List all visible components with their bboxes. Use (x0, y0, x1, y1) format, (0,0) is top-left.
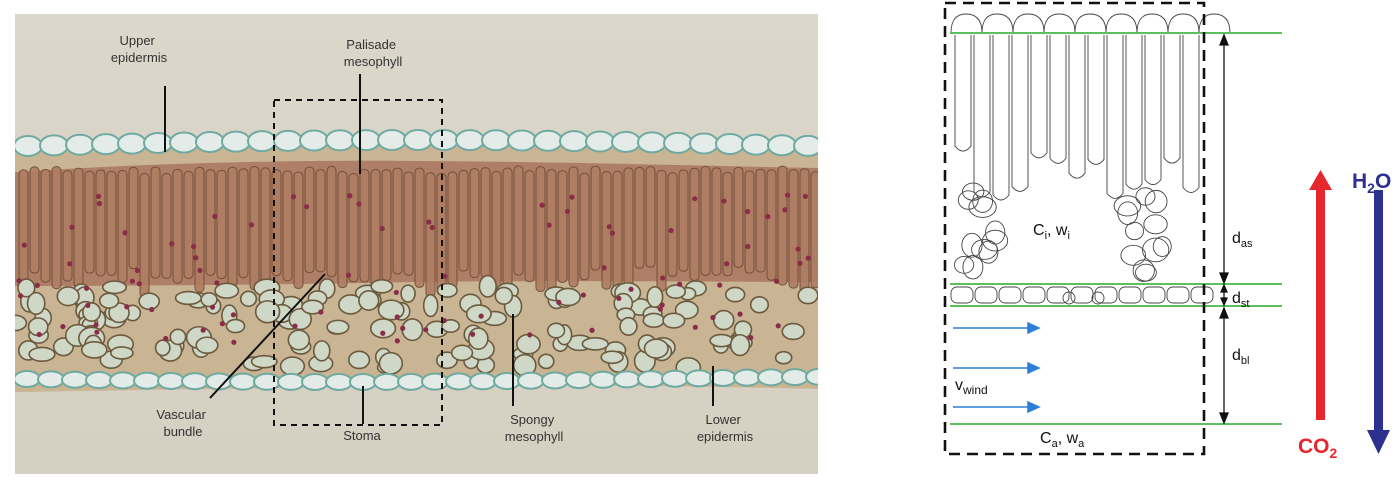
schematic-lower-epidermis-cell (1047, 287, 1069, 303)
schematic-palisade-cell (974, 35, 990, 197)
schematic-lower-epidermis-cell (1119, 287, 1141, 303)
schematic-spongy-cell (973, 190, 993, 212)
schematic-cells (951, 14, 1230, 304)
schematic-palisade-cell (1183, 35, 1199, 193)
schematic-epidermis-cell (1168, 14, 1199, 33)
dim-boundary-label: dbl (1232, 347, 1249, 367)
schematic-epidermis-cell (1075, 14, 1106, 33)
dim-airspace-label: das (1232, 230, 1253, 250)
schematic-spongy-cell (1144, 215, 1167, 234)
schematic-spongy-cell (986, 221, 1005, 244)
schematic-palisade-cell (1088, 35, 1104, 164)
schematic-spongy-cell (954, 256, 973, 273)
schematic-epidermis-cell (1013, 14, 1044, 33)
schematic-lower-epidermis-cell (975, 287, 997, 303)
inner-concentration-label: Ci, wi (1033, 222, 1070, 242)
schematic-palisade-cell (1164, 35, 1180, 163)
dimension-arrows (1220, 35, 1228, 423)
h2o-flux-arrow (1367, 190, 1390, 454)
schematic-lower-epidermis-cell (1095, 287, 1117, 303)
schematic-lower-epidermis-cell (1023, 287, 1045, 303)
schematic-lower-epidermis-cell (951, 287, 973, 303)
schematic-spongy-cell (1145, 190, 1167, 212)
schematic-palisade-cell (1069, 35, 1085, 178)
schematic-palisade-cell (1126, 35, 1142, 189)
schematic-epidermis-cell (951, 14, 982, 33)
schematic-spongy-cell (1114, 196, 1141, 216)
wind-arrows (953, 323, 1039, 412)
schematic-lower-epidermis-cell (1191, 287, 1213, 303)
schematic-epidermis-cell (1106, 14, 1137, 33)
schematic-spongy-cell (1143, 238, 1169, 262)
schematic-palisade-cell (955, 35, 971, 151)
schematic-spongy-cell (1118, 202, 1138, 225)
co2-label: CO2 (1298, 435, 1338, 461)
schematic-palisade-cell (1145, 35, 1161, 185)
schematic-lower-epidermis-cell (1167, 287, 1189, 303)
schematic-lower-epidermis-cell (1143, 287, 1165, 303)
schematic-palisade-cell (1012, 35, 1028, 191)
h2o-label: H2O (1352, 170, 1391, 196)
schematic-spongy-cell (972, 240, 998, 260)
schematic-spongy-cell (962, 233, 982, 257)
schematic-epidermis-cell (982, 14, 1013, 33)
schematic-palisade-cell (1107, 35, 1123, 198)
schematic-lower-epidermis-cell (999, 287, 1021, 303)
schematic-spongy-cell (983, 230, 1008, 251)
co2-flux-arrow (1309, 170, 1332, 420)
schematic-epidermis-cell (1137, 14, 1168, 33)
schematic-palisade-cell (1050, 35, 1066, 163)
schematic-palisade-cell (993, 35, 1009, 200)
schematic-epidermis-cell (1044, 14, 1075, 33)
schematic-palisade-cell (1031, 35, 1047, 158)
wind-speed-label: vwind (955, 377, 988, 397)
schematic-spongy-cell (1133, 260, 1154, 282)
schematic-spongy-cell (1135, 264, 1156, 281)
schematic-spongy-cell (1121, 245, 1146, 265)
ambient-concentration-label: Ca, wa (1040, 430, 1085, 450)
